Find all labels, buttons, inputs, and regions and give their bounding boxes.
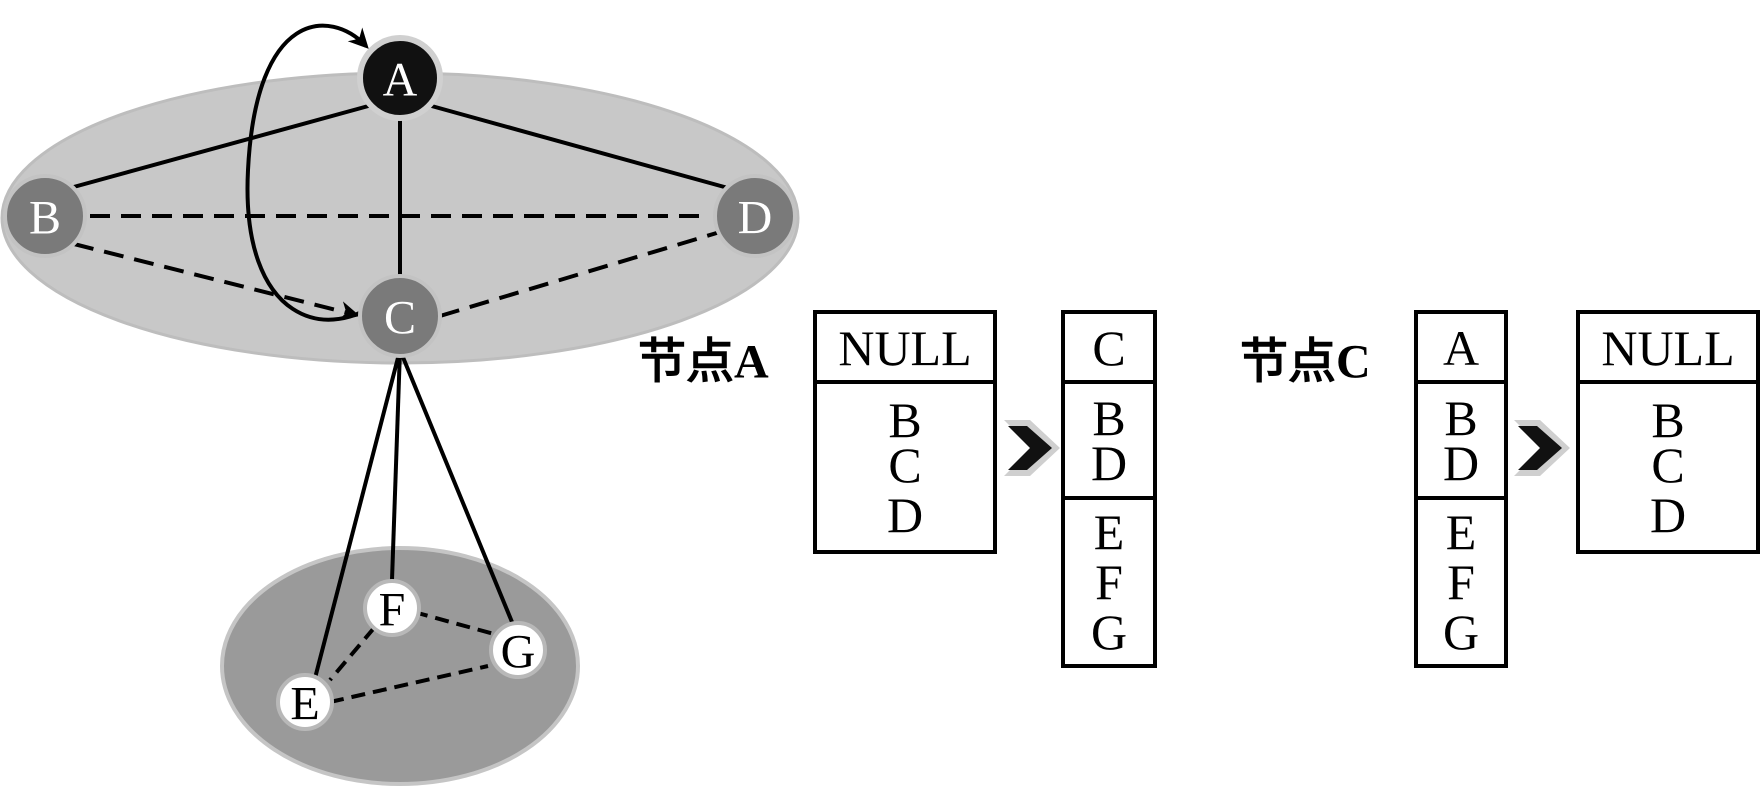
edge-c-d <box>439 230 721 318</box>
node-c-after-cell-c: C <box>1651 437 1684 493</box>
node-a-after-cell-d: D <box>1091 435 1127 491</box>
edge-a-b <box>69 103 373 190</box>
node-c-after-table <box>1576 310 1760 554</box>
node-d: D <box>713 174 797 258</box>
edge-e-g <box>329 664 489 704</box>
node-c-before-cell-e: E <box>1446 504 1477 560</box>
node-c-chevron <box>1514 420 1570 476</box>
node-a: A <box>357 35 443 121</box>
node-c-after-cell-d: D <box>1650 487 1686 543</box>
node-c-before-cell-d: D <box>1443 435 1479 491</box>
node-a-after-cell-g: G <box>1091 604 1127 660</box>
node-a-after-table <box>1061 310 1157 668</box>
edge-f-e <box>328 626 376 682</box>
node-a-before-table <box>813 310 997 554</box>
node-c-after-cell-b: B <box>1651 392 1684 448</box>
node-c-before-cell-b: B <box>1444 390 1477 446</box>
node-a-label: A <box>383 54 418 107</box>
node-f: F <box>363 579 421 637</box>
node-a-chevron <box>1004 420 1060 476</box>
node-a-title: 节点A <box>638 336 769 389</box>
node-a-after-cell-b: B <box>1092 390 1125 446</box>
node-a-after-cell-e: E <box>1094 504 1125 560</box>
edges <box>69 23 729 704</box>
node-a-before-head: NULL <box>838 320 971 376</box>
edge-f-g <box>413 610 495 636</box>
node-a-after-cell-f: F <box>1095 554 1123 610</box>
edge-a-d <box>427 103 729 190</box>
node-c-before-table <box>1414 310 1508 668</box>
node-b: B <box>3 174 87 258</box>
node-b-label: B <box>29 192 61 245</box>
node-g: G <box>489 621 547 679</box>
node-c-label: C <box>384 292 416 345</box>
node-c-before-cell-g: G <box>1443 604 1479 660</box>
node-e: E <box>276 673 334 731</box>
edge-c-g <box>398 349 514 623</box>
node-c-before-head: A <box>1443 320 1479 376</box>
node-e-label: E <box>290 678 319 731</box>
node-d-label: D <box>738 192 773 245</box>
node-c: C <box>358 274 442 358</box>
node-f-label: F <box>379 584 406 637</box>
edge-c-e <box>312 349 402 683</box>
node-a-before-cell-b: B <box>888 392 921 448</box>
node-c-title: 节点C <box>1240 336 1371 389</box>
loop-arrow <box>245 23 386 322</box>
node-a-before-cell-c: C <box>888 437 921 493</box>
node-c-before-cell-f: F <box>1447 554 1475 610</box>
edge-c-f <box>390 349 402 581</box>
node-a-after-head: C <box>1092 320 1125 376</box>
edge-b-c <box>73 242 360 321</box>
node-c-after-head: NULL <box>1601 320 1734 376</box>
node-g-label: G <box>501 626 536 679</box>
node-a-before-cell-d: D <box>887 487 923 543</box>
